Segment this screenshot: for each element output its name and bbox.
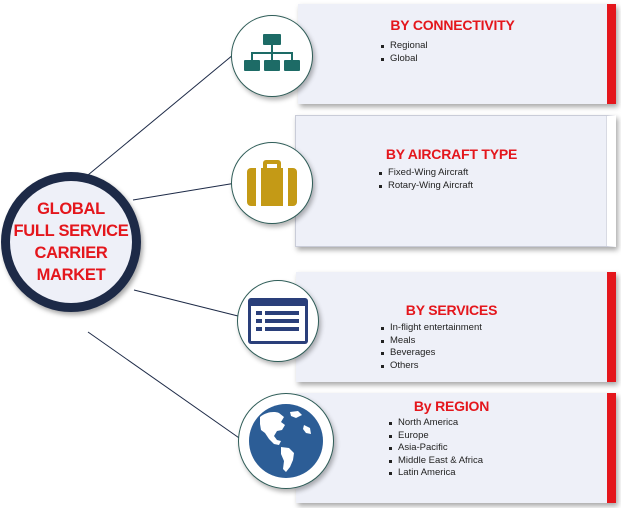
card-title-connectivity: BY CONNECTIVITY: [390, 17, 515, 33]
list-item: Latin America: [388, 467, 483, 480]
icon-circle-connectivity: [231, 15, 313, 97]
list-item: Beverages: [380, 347, 482, 360]
market-hub-circle: GLOBAL FULL SERVICE CARRIER MARKET: [1, 172, 141, 312]
card-aircraft-type: BY AIRCRAFT TYPE Fixed-Wing Aircraft Rot…: [295, 115, 616, 247]
globe-icon: [249, 404, 323, 478]
list-item: Rotary-Wing Aircraft: [378, 180, 473, 193]
list-browser-icon: [248, 298, 308, 344]
list-item: Asia-Pacific: [388, 442, 483, 455]
icon-circle-aircraft-type: [231, 142, 313, 224]
card-title-region: By REGION: [413, 398, 490, 414]
card-list-aircraft-type: Fixed-Wing Aircraft Rotary-Wing Aircraft: [378, 167, 473, 192]
icon-circle-region: [238, 393, 334, 489]
list-item: Global: [380, 53, 428, 66]
card-title-aircraft-type: BY AIRCRAFT TYPE: [385, 146, 518, 162]
list-item: North America: [388, 417, 483, 430]
network-hierarchy-icon: [244, 34, 300, 71]
card-title-services: BY SERVICES: [405, 302, 498, 318]
list-item: In-flight entertainment: [380, 322, 482, 335]
list-item: Meals: [380, 335, 482, 348]
list-item: Middle East & Africa: [388, 455, 483, 468]
hub-title: GLOBAL FULL SERVICE CARRIER MARKET: [13, 200, 129, 284]
card-list-connectivity: Regional Global: [380, 40, 428, 65]
card-list-region: North America Europe Asia-Pacific Middle…: [388, 417, 483, 480]
icon-circle-services: [237, 280, 319, 362]
list-item: Europe: [388, 430, 483, 443]
list-item: Others: [380, 360, 482, 373]
card-services: BY SERVICES In-flight entertainment Meal…: [296, 272, 616, 382]
list-item: Fixed-Wing Aircraft: [378, 167, 473, 180]
card-list-services: In-flight entertainment Meals Beverages …: [380, 322, 482, 372]
briefcase-icon: [247, 160, 297, 206]
list-item: Regional: [380, 40, 428, 53]
card-region: By REGION North America Europe Asia-Paci…: [296, 393, 616, 503]
card-connectivity: BY CONNECTIVITY Regional Global: [298, 4, 616, 104]
